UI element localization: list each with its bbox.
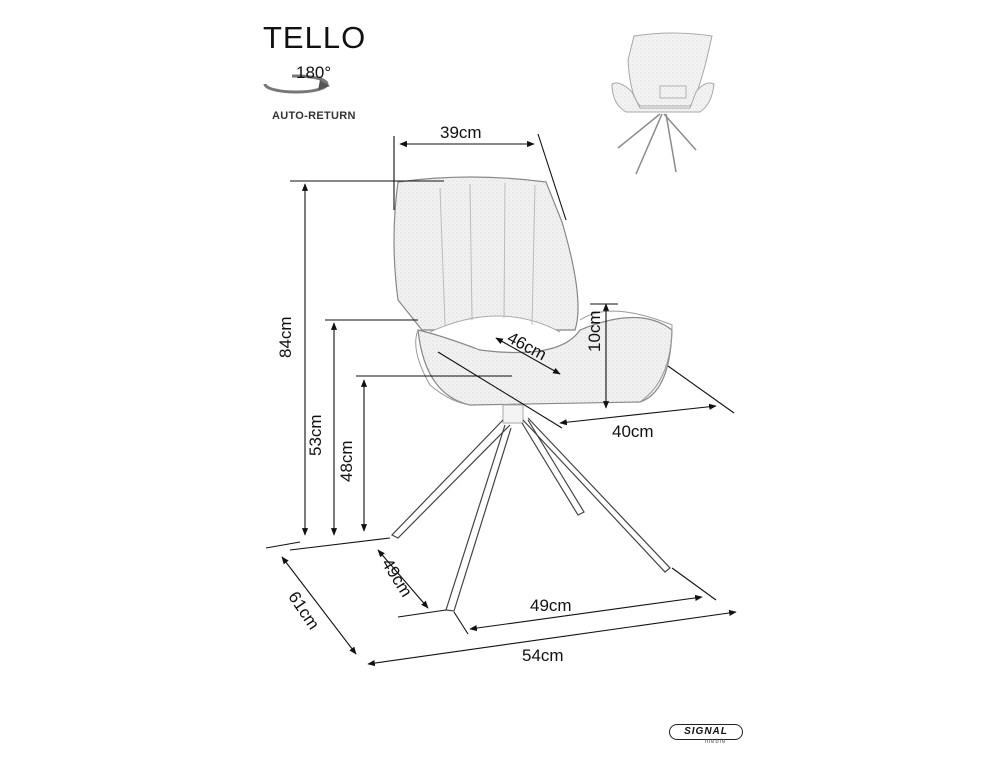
- dim-label-overall-width: 54cm: [522, 646, 564, 665]
- dim-label-base-width: 49cm: [530, 596, 572, 615]
- rotation-arrow-icon: [262, 72, 330, 94]
- dim-label-total-height: 84cm: [276, 316, 295, 358]
- chair-armrest-right: [579, 310, 673, 403]
- chair-armrest-left: [415, 329, 471, 406]
- dim-line-overall-depth: [281, 556, 357, 655]
- chair-swivel: [502, 404, 524, 424]
- dim-line-base-width: [469, 594, 703, 632]
- dimension-lines: [265, 133, 737, 667]
- dim-line-seat-width: [559, 403, 717, 426]
- dim-line-overall-width: [367, 609, 737, 667]
- dim-label-armrest-height: 53cm: [306, 414, 325, 456]
- product-title: TELLO: [263, 20, 367, 55]
- brand-logo: SIGNAL: [669, 724, 743, 740]
- chair-rear-view-thumbnail: [611, 32, 715, 175]
- dim-label-back-width: 39cm: [440, 123, 482, 142]
- brand-logo-sub: meble: [705, 739, 727, 745]
- chair-legs: [391, 417, 671, 612]
- dim-line-base-depth: [377, 549, 429, 609]
- chair-illustration: [391, 176, 673, 612]
- dim-label-seat-height: 48cm: [337, 440, 356, 482]
- dim-label-arm-to-seat: 10cm: [585, 310, 604, 352]
- dim-line-seat-depth: [495, 337, 561, 375]
- rotation-degrees: 180°: [296, 63, 332, 82]
- chair-backrest: [393, 176, 579, 331]
- dim-label-seat-width: 40cm: [612, 422, 654, 441]
- rotation-label: AUTO-RETURN: [272, 110, 356, 122]
